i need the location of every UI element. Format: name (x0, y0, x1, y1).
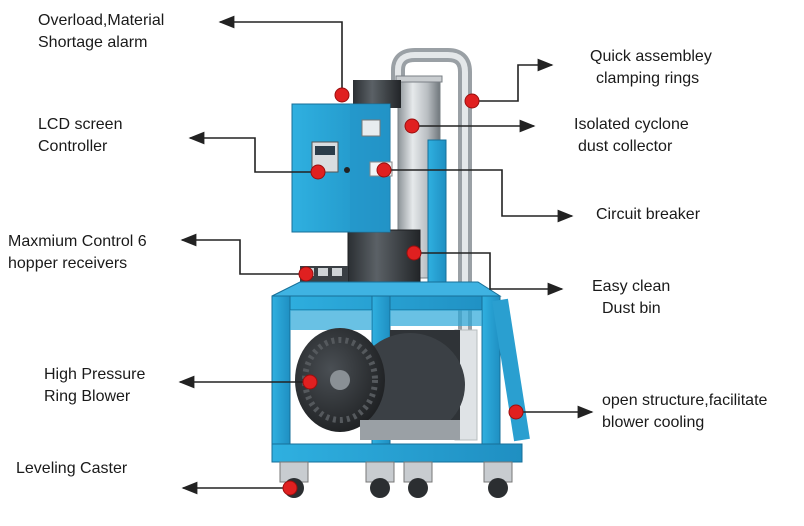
marker-dustbin (406, 245, 422, 261)
marker-overload (334, 87, 350, 103)
marker-breaker (376, 162, 392, 178)
marker-clamping (464, 93, 480, 109)
control-box (291, 103, 393, 233)
marker-blower (302, 374, 318, 390)
marker-caster (282, 480, 298, 496)
hopper-top (353, 80, 401, 108)
label-dust-bin: Easy clean Dust bin (592, 278, 671, 317)
label-cyclone-collector: Isolated cyclone dust collector (574, 116, 689, 155)
label-open-structure: open structure,facilitate blower cooling (602, 392, 768, 431)
clamping-pipe (391, 48, 478, 441)
label-leveling-caster: Leveling Caster (16, 460, 128, 477)
leader-lines (178, 15, 594, 495)
marker-lcd (310, 164, 326, 180)
marker-hopper (298, 266, 314, 282)
markers (282, 87, 524, 496)
label-overload-alarm: Overload,Material Shortage alarm (38, 12, 165, 51)
frame (271, 281, 530, 463)
label-clamping-rings: Quick assembley clamping rings (590, 48, 712, 87)
label-hopper-receivers: Maxmium Control 6 hopper receivers (8, 233, 147, 272)
dust-bin (347, 229, 421, 291)
support-post (427, 139, 447, 296)
label-ring-blower: High Pressure Ring Blower (44, 366, 146, 405)
ring-blower (295, 328, 465, 440)
marker-cooling (508, 404, 524, 420)
casters (279, 461, 513, 498)
label-lcd-controller: LCD screen Controller (38, 116, 123, 155)
label-circuit-breaker: Circuit breaker (596, 206, 701, 223)
marker-cyclone (404, 118, 420, 134)
